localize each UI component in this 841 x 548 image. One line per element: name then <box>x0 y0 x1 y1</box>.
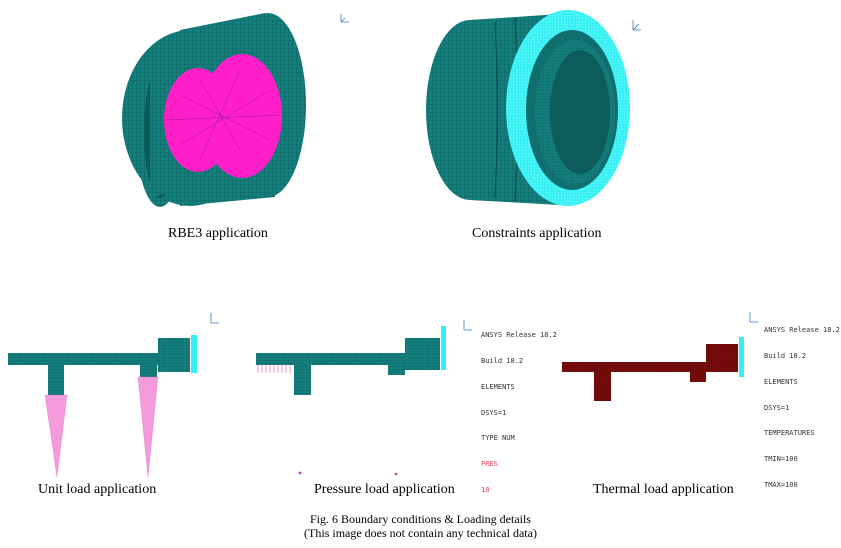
ansys-line: ELEMENTS <box>764 377 798 386</box>
axis-triad-icon <box>632 20 641 31</box>
ansys-line: Build 18.2 <box>764 351 807 360</box>
ansys-line: TMAX=100 <box>764 480 798 489</box>
pressure-ansys-legend: ANSYS Release 18.2 Build 18.2 ELEMENTS D… <box>481 314 557 503</box>
ansys-line: ANSYS Release 18.2 <box>764 326 840 335</box>
thermal-load-section <box>562 337 744 401</box>
axis-triad-icon <box>463 320 472 331</box>
ansys-line: TEMPERATURES <box>764 429 815 438</box>
unit-load-caption: Unit load application <box>38 482 157 497</box>
ansys-line-pres: PRES <box>481 460 498 469</box>
rbe3-spider-elements <box>164 54 282 178</box>
ansys-line: ANSYS Release 18.2 <box>481 331 557 340</box>
ansys-line: Build 18.2 <box>481 356 524 365</box>
figure-note: (This image does not contain any technic… <box>304 526 537 540</box>
rbe3-caption: RBE3 application <box>168 226 268 241</box>
constraints-caption: Constraints application <box>472 226 602 241</box>
pressure-load-caption: Pressure load application <box>314 482 455 497</box>
unit-load-section <box>8 335 197 395</box>
thermal-load-caption: Thermal load application <box>593 482 734 497</box>
ansys-line-value: 10 <box>481 485 490 494</box>
ansys-line: DSYS=1 <box>481 408 507 417</box>
axis-triad-icon <box>210 313 219 324</box>
figure-title: Fig. 6 Boundary conditions & Loading det… <box>310 512 531 526</box>
thermal-ansys-legend: ANSYS Release 18.2 Build 18.2 ELEMENTS D… <box>764 309 840 498</box>
ansys-line: TMIN=100 <box>764 455 798 464</box>
axis-triad-icon <box>340 14 349 23</box>
ansys-line: DSYS=1 <box>764 403 790 412</box>
ansys-line: ELEMENTS <box>481 382 515 391</box>
figure-caption: Fig. 6 Boundary conditions & Loading det… <box>0 512 841 540</box>
axis-triad-icon <box>749 312 758 323</box>
unit-load-arrows <box>44 376 159 478</box>
constraint-ring <box>506 10 630 206</box>
pressure-load-section <box>256 326 446 476</box>
ansys-line: TYPE NUM <box>481 434 515 443</box>
